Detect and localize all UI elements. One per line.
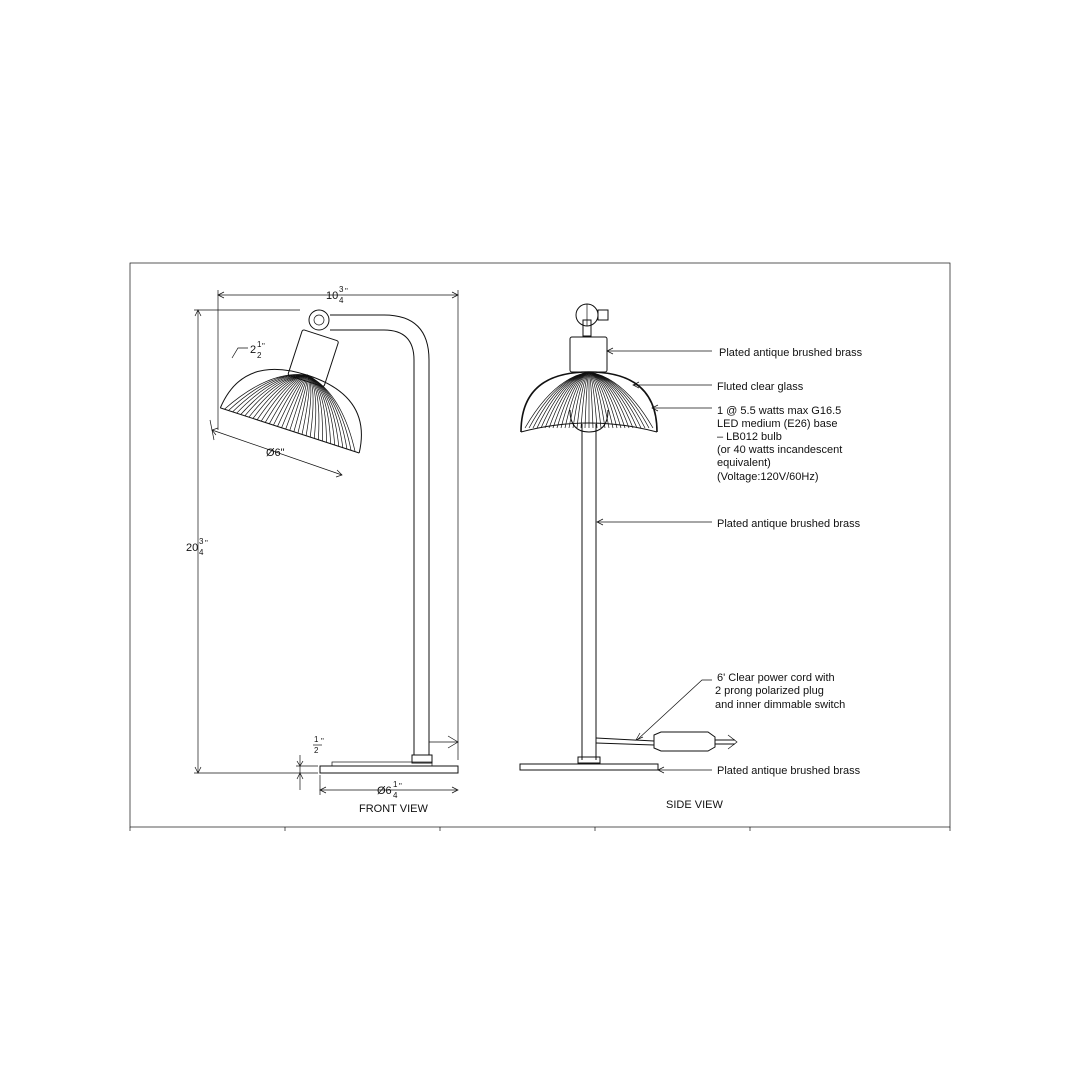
base-diameter-num: 1 [393,780,398,789]
shade-depth-whole: 2 [250,344,256,356]
shade-flute-line [307,374,356,452]
side-view-label: SIDE VIEW [666,799,723,811]
shade-flute-line [285,375,308,430]
shade-flute-line [588,371,602,429]
shade-flute-line [289,375,309,431]
side-leaders [596,347,712,774]
height-dim-den: 4 [199,548,204,557]
shade-flute-line [305,375,312,436]
front-view-label: FRONT VIEW [359,803,428,815]
side-cord [595,737,655,742]
base-thick-den: 2 [314,746,319,755]
callout-glass: Fluted clear glass [717,381,804,393]
shade-flute-line [293,375,309,432]
shade-diameter-dim: Ø6" [266,447,285,459]
shade-depth-num: 1 [257,340,262,349]
side-view-drawing [519,303,738,771]
callout-bulb-line3: – LB012 bulb [717,431,782,443]
front-shade [219,329,362,454]
shade-flute-line [588,371,650,429]
base-thick-unit: " [321,737,324,746]
width-dim-num: 3 [339,285,344,294]
shade-flute-line [297,375,309,434]
height-dim-unit: " [205,539,208,548]
width-dim-den: 4 [339,296,344,305]
side-bulb [569,409,609,433]
height-dim-num: 3 [199,537,204,546]
side-switch [653,731,716,752]
base-diameter-den: 4 [393,791,398,800]
callout-bulb-line2: LED medium (E26) base [717,418,837,430]
shade-depth-den: 2 [257,351,262,360]
side-knob-screw [597,309,609,321]
shade-flute-line [588,371,606,429]
front-knob-inner [313,314,325,326]
shade-flute-line [576,371,590,429]
callout-bulb-line6: (Voltage:120V/60Hz) [717,471,819,483]
shade-flute-line [301,375,310,435]
callout-stem: Plated antique brushed brass [717,518,861,530]
shade-flute-line [588,371,598,429]
callout-bulb-line4: (or 40 watts incandescent [717,444,842,456]
shade-flute-line [588,371,594,429]
shade-flute-line [528,371,590,429]
callout-cord-line3: and inner dimmable switch [715,699,845,711]
base-diameter-unit: " [399,782,402,791]
shade-flute-line [584,371,590,429]
callout-cord-line1: 6' Clear power cord with [717,672,835,684]
front-view-drawing [219,309,459,774]
base-thick-num: 1 [314,735,319,744]
drawing-frame [129,262,951,831]
height-dim-whole: 20 [186,542,198,554]
side-shade-flutes [524,371,654,429]
front-stem [330,329,415,755]
front-knob [308,309,330,331]
base-diameter-whole: Ø6 [377,785,392,797]
shade-flute-line [240,374,308,415]
shade-flute-line [588,371,654,429]
front-shade-flutes [224,374,356,452]
callout-knob: Plated antique brushed brass [719,347,863,359]
callout-bulb-line1: 1 @ 5.5 watts max G16.5 [717,405,841,417]
width-dim-unit: " [345,287,348,296]
side-cord-2 [595,742,655,746]
shade-depth-unit: " [262,342,265,351]
front-dimensions: 10 3 4 " 20 3 4 " 2 1 2 " Ø6" 1 2 " [186,285,459,800]
width-dim-whole: 10 [326,290,338,302]
shade-flute-line [281,374,308,428]
front-base-collar [331,761,433,767]
callout-base: Plated antique brushed brass [717,765,861,777]
shade-flute-line [228,374,308,411]
front-base [319,765,459,774]
front-stem-foot [411,754,433,764]
front-stem-inner [330,314,430,755]
side-stem-foot [577,756,601,764]
callout-cord-line2: 2 prong polarized plug [715,685,824,697]
side-base [519,763,659,771]
side-socket [569,336,608,373]
shade-flute-line [224,374,308,410]
callout-bulb-line5: equivalent) [717,457,771,469]
